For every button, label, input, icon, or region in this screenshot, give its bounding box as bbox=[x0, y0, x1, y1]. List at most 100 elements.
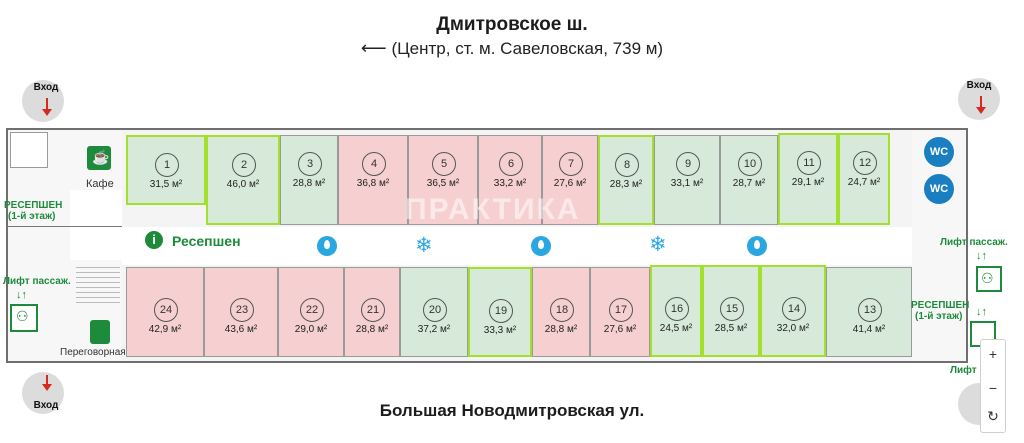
arrow-down-icon bbox=[42, 98, 52, 116]
room-16[interactable]: 16 24,5 м² bbox=[650, 265, 702, 357]
water-drop-icon bbox=[317, 236, 337, 256]
room-22[interactable]: 22 29,0 м² bbox=[278, 267, 344, 357]
lift-arrows: ↓↑ bbox=[976, 306, 987, 318]
room-15[interactable]: 15 28,5 м² bbox=[702, 265, 760, 357]
direction-line: ⟵ (Центр, ст. м. Савеловская, 739 м) bbox=[0, 38, 1024, 59]
entrance-label: Вход bbox=[33, 400, 59, 411]
wall bbox=[6, 226, 122, 227]
zoom-controls: + − ↻ bbox=[980, 339, 1006, 433]
room-10[interactable]: 10 28,7 м² bbox=[720, 135, 778, 225]
entrance-label: Вход bbox=[33, 82, 59, 93]
room-number: 2 bbox=[232, 153, 256, 177]
arrow-down-icon bbox=[42, 375, 52, 391]
room-number: 6 bbox=[499, 152, 523, 176]
room-area: 41,4 м² bbox=[852, 324, 886, 335]
watermark-text: ПРАКТИКА bbox=[405, 193, 581, 226]
staircase bbox=[10, 132, 48, 168]
cafe-label: Кафе bbox=[86, 178, 114, 190]
zoom-out-button[interactable]: − bbox=[988, 380, 998, 396]
room-2[interactable]: 2 46,0 м² bbox=[206, 135, 280, 225]
room-1[interactable]: 1 31,5 м² bbox=[126, 135, 206, 205]
room-number: 17 bbox=[609, 298, 633, 322]
plan-right-wing bbox=[912, 130, 966, 361]
room-area: 28,3 м² bbox=[609, 179, 643, 190]
room-area: 27,6 м² bbox=[603, 324, 637, 335]
room-17[interactable]: 17 27,6 м² bbox=[590, 267, 650, 357]
room-area: 32,0 м² bbox=[776, 323, 810, 334]
room-number: 18 bbox=[550, 298, 574, 322]
room-area: 42,9 м² bbox=[148, 324, 182, 335]
zoom-in-button[interactable]: + bbox=[988, 346, 998, 362]
room-number: 9 bbox=[676, 152, 700, 176]
snowflake-icon: ❄ bbox=[649, 233, 667, 256]
room-14[interactable]: 14 32,0 м² bbox=[760, 265, 826, 357]
room-area: 46,0 м² bbox=[226, 179, 260, 190]
staircase bbox=[76, 263, 120, 303]
room-number: 10 bbox=[738, 152, 762, 176]
room-area: 28,8 м² bbox=[544, 324, 578, 335]
room-24[interactable]: 24 42,9 м² bbox=[126, 267, 204, 357]
elevator-icon: ⚇ bbox=[976, 266, 1002, 292]
coffee-cup-icon: ☕ bbox=[87, 146, 111, 170]
room-number: 15 bbox=[720, 297, 744, 321]
reset-view-button[interactable]: ↻ bbox=[987, 408, 999, 424]
room-area: 28,8 м² bbox=[355, 324, 389, 335]
reception-main-label: Ресепшен bbox=[172, 233, 241, 249]
room-area: 29,0 м² bbox=[294, 324, 328, 335]
lift-freight-label: Лифт груз. bbox=[950, 365, 1003, 376]
arrow-left-icon: ⟵ bbox=[360, 38, 387, 58]
entrance-label: Вход bbox=[966, 80, 992, 91]
room-13[interactable]: 13 41,4 м² bbox=[826, 267, 912, 357]
room-area: 24,5 м² bbox=[659, 323, 693, 334]
room-area: 37,2 м² bbox=[417, 324, 451, 335]
room-number: 11 bbox=[797, 151, 821, 175]
room-21[interactable]: 21 28,8 м² bbox=[344, 267, 400, 357]
room-number: 14 bbox=[782, 297, 806, 321]
room-4[interactable]: 4 36,8 м² bbox=[338, 135, 408, 225]
room-area: 24,7 м² bbox=[847, 177, 881, 188]
room-area: 28,8 м² bbox=[292, 178, 326, 189]
reception-left-label: РЕСЕПШЕН bbox=[4, 200, 63, 211]
corridor bbox=[122, 227, 912, 265]
room-9[interactable]: 9 33,1 м² bbox=[654, 135, 720, 225]
room-18[interactable]: 18 28,8 м² bbox=[532, 267, 590, 357]
water-drop-icon bbox=[747, 236, 767, 256]
room-area: 36,5 м² bbox=[426, 178, 460, 189]
direction-text: (Центр, ст. м. Савеловская, 739 м) bbox=[391, 39, 664, 58]
room-20[interactable]: 20 37,2 м² bbox=[400, 267, 468, 357]
room-area: 33,2 м² bbox=[493, 178, 527, 189]
room-19[interactable]: 19 33,3 м² bbox=[468, 267, 532, 357]
room-12[interactable]: 12 24,7 м² bbox=[838, 133, 890, 225]
room-area: 43,6 м² bbox=[224, 324, 258, 335]
room-number: 13 bbox=[858, 298, 882, 322]
room-area: 28,5 м² bbox=[714, 323, 748, 334]
lift-passenger-left-label: Лифт пассаж. bbox=[3, 276, 71, 287]
water-drop-icon bbox=[531, 236, 551, 256]
room-8[interactable]: 8 28,3 м² bbox=[598, 135, 654, 225]
room-6[interactable]: 6 33,2 м² bbox=[478, 135, 542, 225]
room-11[interactable]: 11 29,1 м² bbox=[778, 133, 838, 225]
room-number: 22 bbox=[300, 298, 324, 322]
room-area: 33,1 м² bbox=[670, 178, 704, 189]
snowflake-icon: ❄ bbox=[415, 234, 433, 257]
room-7[interactable]: 7 27,6 м² bbox=[542, 135, 598, 225]
room-5[interactable]: 5 36,5 м² bbox=[408, 135, 478, 225]
meeting-room-icon bbox=[90, 320, 110, 344]
entrance-bottom-left bbox=[22, 372, 64, 414]
room-area: 33,3 м² bbox=[483, 325, 517, 336]
room-number: 7 bbox=[559, 152, 583, 176]
room-number: 1 bbox=[155, 153, 179, 177]
room-23[interactable]: 23 43,6 м² bbox=[204, 267, 278, 357]
room-number: 21 bbox=[361, 298, 385, 322]
room-area: 28,7 м² bbox=[732, 178, 766, 189]
lift-passenger-right-label: Лифт пассаж. bbox=[940, 237, 1008, 248]
room-number: 3 bbox=[298, 152, 322, 176]
room-3[interactable]: 3 28,8 м² bbox=[280, 135, 338, 225]
left-lobby bbox=[70, 190, 122, 260]
arrow-down-icon bbox=[976, 96, 986, 114]
room-area: 29,1 м² bbox=[791, 177, 825, 188]
room-number: 8 bbox=[615, 153, 639, 177]
room-number: 5 bbox=[432, 152, 456, 176]
room-number: 23 bbox=[230, 298, 254, 322]
lift-arrows: ↓↑ bbox=[976, 250, 987, 262]
